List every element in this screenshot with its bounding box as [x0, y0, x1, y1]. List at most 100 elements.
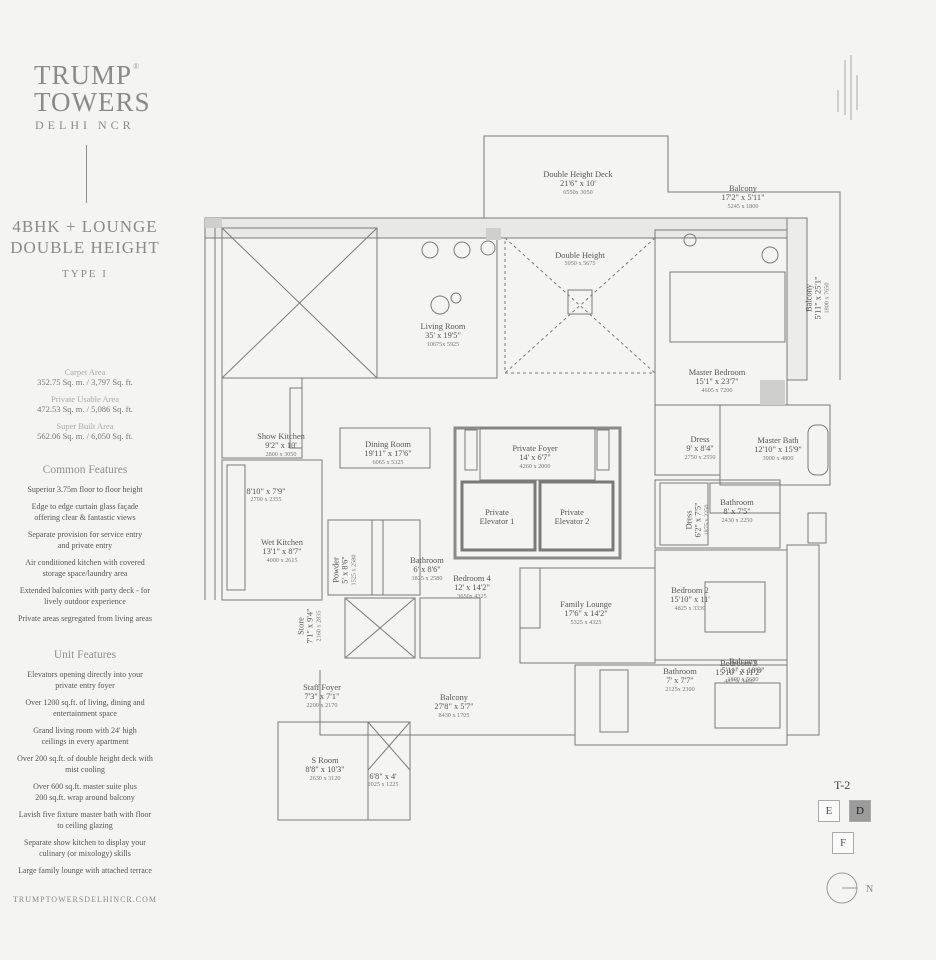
room-dim: 8'10" x 7'9" — [246, 487, 286, 496]
area-label: Private Usable Area — [51, 394, 119, 404]
east-balcony-b — [786, 544, 820, 736]
feature-line: Elevators opening directly into your — [27, 670, 143, 679]
private-elevator-2 — [538, 480, 615, 552]
room-dimension-mm: 3900 x 4800 — [762, 454, 794, 462]
key-plan-cell: E — [818, 800, 840, 822]
sidebar: TRUMP ® TOWERS DELHI NCR 4BHK + LOUNGE D… — [0, 0, 170, 960]
feature-line: Air conditioned kitchen with covered — [25, 558, 145, 567]
room-dimension-mm: 2125x 2300 — [665, 685, 695, 693]
private-elevator-1 — [460, 480, 537, 552]
room-dimension-mm: 6550x 3050 — [563, 188, 593, 196]
area-value: 472.53 Sq. m. / 5,086 Sq. ft. — [37, 404, 133, 414]
room-name: Wet Kitchen — [261, 538, 303, 547]
room-dimension-mm: 2800 x 3050 — [265, 450, 297, 458]
dining-table — [339, 427, 431, 469]
living-room-outline — [376, 237, 498, 379]
room-name: Dress — [690, 435, 710, 444]
room-dimension-mm: 3650x 4325 — [457, 592, 487, 600]
room-dim: 5' x 8'6" — [341, 556, 350, 584]
room-name: Powder — [331, 557, 341, 583]
room-dim: 6'2" x 7'5" — [694, 502, 703, 538]
feature-line: Lavish five fixture master bath with flo… — [18, 810, 152, 819]
master-bed — [669, 271, 786, 343]
room-dim: 12'10" x 15'9" — [754, 445, 802, 455]
feature-item: Large family lounge with attached terrac… — [10, 865, 160, 876]
area-label: Super Built Area — [56, 421, 114, 431]
feature-line: Private areas segregated from living are… — [18, 614, 152, 623]
room-dimension-mm: 4825x 3400 — [724, 677, 754, 685]
room-dim: 35' x 19'5" — [425, 331, 461, 341]
area-value: 352.75 Sq. m. / 3,797 Sq. ft. — [37, 377, 133, 387]
key-plan-cell: F — [832, 832, 854, 854]
room-name: Bedroom 4 — [453, 574, 491, 583]
room-dim: 14' x 6'7" — [519, 453, 551, 463]
unit-type: TYPE I — [62, 268, 108, 280]
feature-line: Superior 3.75m floor to floor height — [27, 485, 143, 494]
room-dimension-mm: 5325 x 4325 — [570, 618, 602, 626]
feature-item: Extended balconies with party deck - for… — [10, 585, 160, 607]
room-dimension-mm: 2700 x 2355 — [250, 496, 282, 504]
room-dim: 5'11" x 25'1" — [814, 276, 823, 320]
north-label: N — [866, 884, 874, 895]
feature-line: storage space/laundry area — [42, 569, 128, 578]
unit-title-2: DOUBLE HEIGHT — [10, 238, 160, 257]
room-dimension-mm: 5950 x 5675 — [564, 260, 596, 268]
feature-line: Separate show kitchen to display your — [24, 838, 146, 847]
feature-line: Edge to edge curtain glass façade — [31, 502, 139, 511]
room-dimension-mm: 1875 x 2250 — [703, 504, 711, 536]
room-name: S Room — [311, 756, 339, 765]
room-dimension-mm: 2430 x 2250 — [721, 516, 753, 524]
room-dim: 5'11" x 18'8" — [721, 666, 765, 676]
room-name: Dress — [684, 510, 694, 530]
feature-line: and private entry — [57, 541, 113, 550]
feature-item: Air conditioned kitchen with covered stor… — [10, 557, 160, 579]
divider — [86, 145, 87, 203]
room-dim: 17'2" x 5'11" — [721, 193, 765, 203]
room-dim: 6' x 8'6" — [413, 565, 441, 575]
room-name: Bathroom — [410, 556, 444, 565]
room-dimension-mm: 2025 x 1225 — [367, 781, 399, 789]
room-name: Bathroom — [720, 498, 754, 507]
room-dim: 9'2" x 10' — [265, 441, 297, 451]
room-name: Balcony — [729, 657, 757, 666]
room-name: Private Foyer — [512, 444, 558, 453]
feature-item: Over 200 sq.ft. of double height deck wi… — [10, 753, 160, 775]
feature-line: lively outdoor experience — [44, 597, 126, 606]
room-name: Dining Room — [365, 440, 411, 449]
room-dimension-mm: 1825 x 2580 — [411, 574, 443, 582]
website-link[interactable]: TRUMPTOWERSDELHINCR.COM — [13, 895, 157, 904]
feature-item: Lavish five fixture master bath with flo… — [10, 809, 160, 831]
room-name: Living Room — [420, 322, 466, 331]
feature-item: Private areas segregated from living are… — [10, 613, 160, 624]
room-label: 6'8" x 4'2025 x 1225 — [368, 772, 399, 789]
unit-features-heading: Unit Features — [53, 649, 117, 661]
room-name: Family Lounge — [560, 600, 612, 609]
room-name: Show Kitchen — [257, 432, 305, 441]
room-dimension-mm: 2200 x 2170 — [306, 701, 338, 709]
unit-title-1: 4BHK + LOUNGE — [12, 217, 158, 236]
feature-line: Over 200 sq.ft. of double height deck wi… — [17, 754, 153, 763]
room-dim: 9' x 8'4" — [686, 444, 714, 454]
feature-line: mist cooling — [65, 765, 105, 774]
room-dim: 8' x 7'5" — [723, 507, 751, 517]
room-dimension-mm: 6065 x 5325 — [372, 458, 404, 466]
